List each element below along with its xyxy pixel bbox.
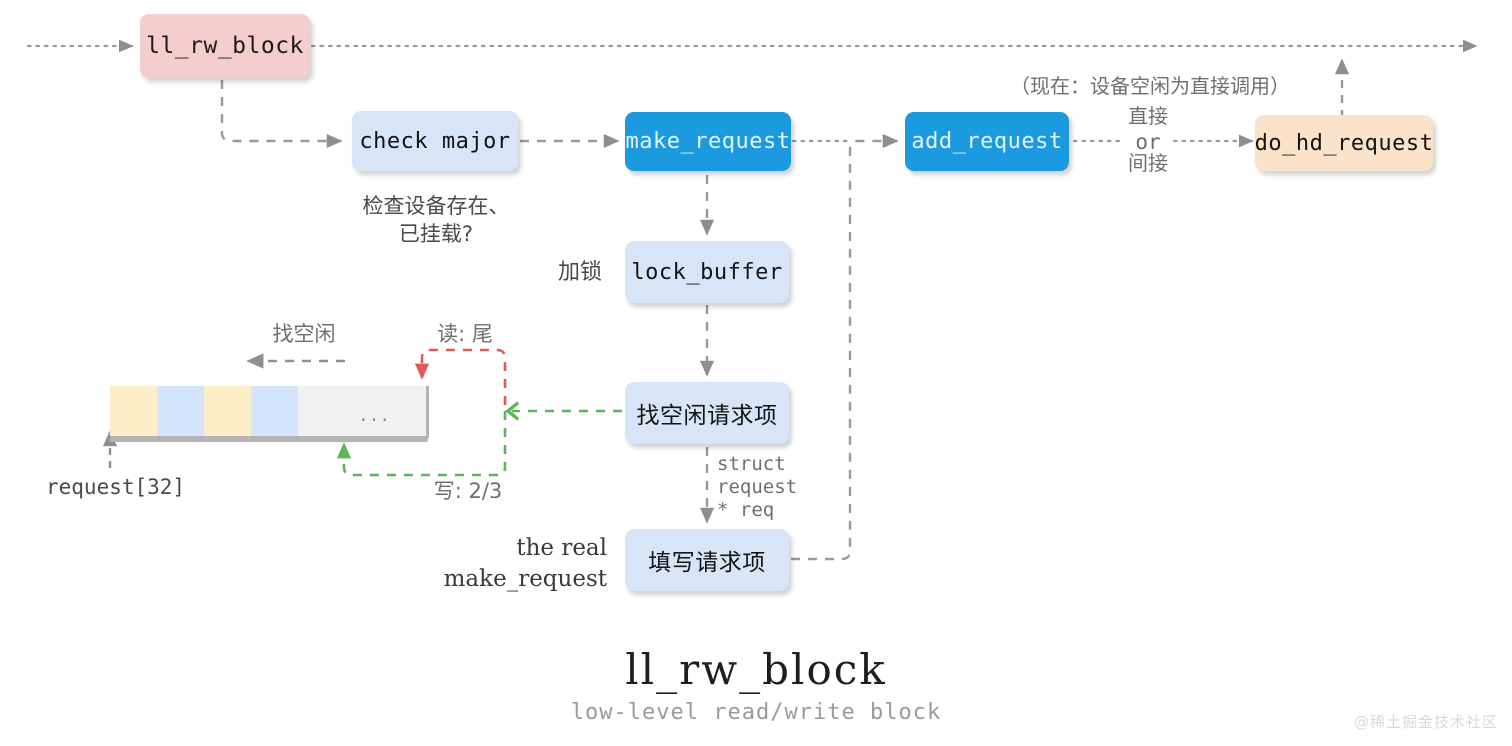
label-direct: 直接 xyxy=(1128,104,1168,128)
label-direct-call-note: （现在：设备空闲为直接调用） xyxy=(1010,74,1290,98)
request-array-cell xyxy=(204,386,251,436)
node-lock-buffer[interactable]: lock_buffer xyxy=(625,241,789,303)
label-struct-request-req: struct request * req xyxy=(717,453,798,522)
label-indirect: 间接 xyxy=(1128,151,1168,175)
node-ll-rw-block[interactable]: ll_rw_block xyxy=(140,14,310,78)
node-lock-buffer-label: lock_buffer xyxy=(631,259,783,285)
label-find-free-scan: 找空闲 xyxy=(272,322,336,346)
node-do-hd-request-label: do_hd_request xyxy=(1254,130,1434,156)
node-ll-rw-block-label: ll_rw_block xyxy=(146,33,304,59)
label-read-tail: 读: 尾 xyxy=(437,322,493,346)
request-array-cell xyxy=(110,386,157,436)
label-or: or xyxy=(1135,130,1161,154)
footer: ll_rw_block low-level read/write block xyxy=(0,645,1512,725)
page-subtitle: low-level read/write block xyxy=(570,700,942,725)
node-check-major[interactable]: check major xyxy=(352,111,518,171)
watermark: @稀土掘金技术社区 xyxy=(1353,713,1498,731)
page-title: ll_rw_block xyxy=(625,645,887,694)
node-fill-request[interactable]: 填写请求项 xyxy=(625,529,789,591)
label-lock-note: 加锁 xyxy=(557,260,602,285)
node-make-request[interactable]: make_request xyxy=(625,112,791,171)
node-check-major-label: check major xyxy=(359,128,511,154)
label-request-array-name: request[32] xyxy=(46,475,186,499)
request-array-baseline xyxy=(110,436,428,442)
request-array-cell xyxy=(157,386,204,436)
node-find-free-request[interactable]: 找空闲请求项 xyxy=(625,382,789,444)
request-array-ellipsis: ... xyxy=(359,402,392,426)
node-fill-request-label: 填写请求项 xyxy=(648,550,766,576)
request-array: ... xyxy=(110,386,429,442)
node-find-free-request-label: 找空闲请求项 xyxy=(636,403,778,429)
node-do-hd-request[interactable]: do_hd_request xyxy=(1255,115,1433,171)
request-array-cell xyxy=(251,386,298,436)
request-array-right-edge xyxy=(426,386,429,438)
node-add-request[interactable]: add_request xyxy=(905,112,1069,171)
label-the-real-make-request: the real make_request xyxy=(443,535,607,592)
node-add-request-label: add_request xyxy=(911,129,1063,154)
label-check-major-note: 检查设备存在、 已挂载? xyxy=(362,194,510,247)
label-write-fraction: 写: 2/3 xyxy=(433,479,503,503)
node-make-request-label: make_request xyxy=(625,129,791,154)
